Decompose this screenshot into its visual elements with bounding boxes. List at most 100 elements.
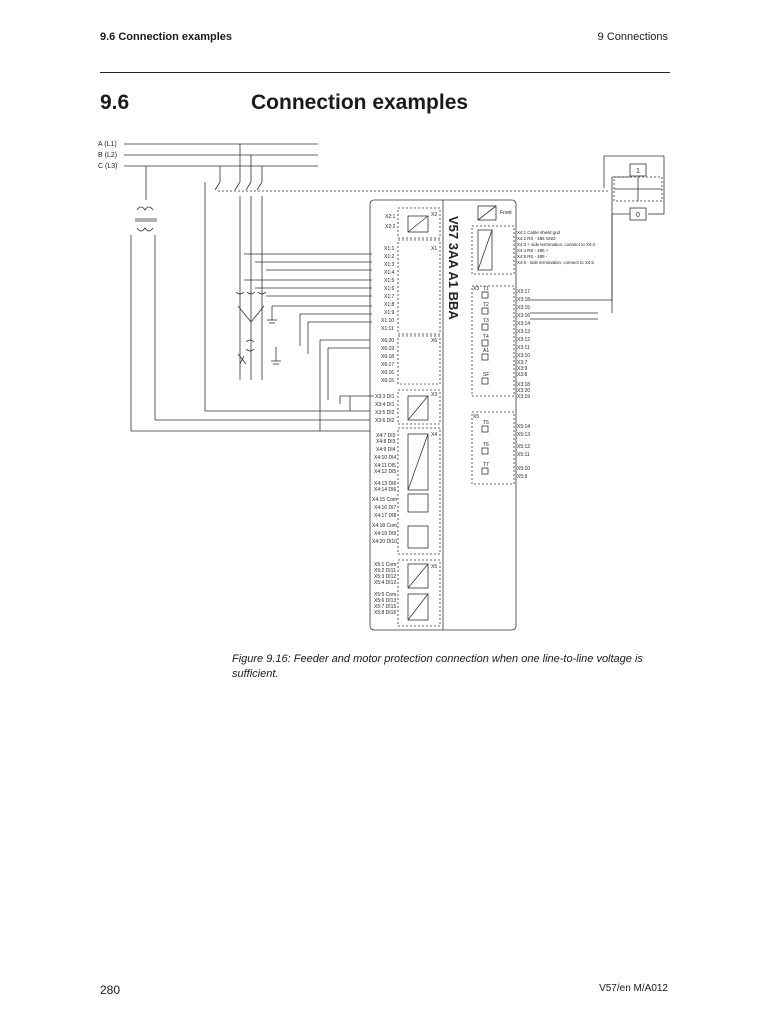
x5-input: X5:1 Com (374, 562, 396, 568)
x5-input: X5:4 DI12 (374, 580, 396, 586)
x3-output: X3:20 (517, 388, 530, 394)
device-name: V57 3AA A1 BBA (446, 216, 461, 320)
connector-label: X3 (431, 392, 437, 398)
relay-label: SF (483, 372, 489, 378)
x5-input: X5:8 DI16 (374, 610, 396, 616)
x3-output: X3:17 (517, 289, 530, 295)
x1-terminal: X1:5 (384, 278, 395, 284)
x3-output: X3:13 (517, 329, 530, 335)
connector-label: X5 (431, 564, 437, 570)
x1-terminal: X1:8 (384, 302, 395, 308)
phase-label-c: C (L3) (98, 163, 117, 170)
x5-output: X5:14 (517, 424, 530, 430)
relay-label: A1 (483, 348, 489, 354)
x4-input: X4:7 DI3 (376, 433, 396, 439)
x4-comm-line: X4:3 + side termination, connect to X4:4 (517, 242, 596, 247)
x4-input: X4:17 DI8 (374, 513, 396, 519)
x4-comm-line: X4:2 RS - 485 GND (517, 236, 556, 241)
connector-label: X6 (431, 338, 437, 344)
figure-caption: Figure 9.16: Feeder and motor protection… (232, 653, 643, 680)
x1-terminal: X1:6 (384, 286, 395, 292)
aux-box-label: 1 (636, 168, 640, 175)
x3-output: X3:10 (517, 353, 530, 359)
x6-terminal: X6:18 (381, 354, 394, 360)
x1-terminal: X1:3 (384, 262, 395, 268)
connector-label: X2 (431, 212, 437, 218)
x4-input: X4:20 DI10 (372, 539, 397, 545)
x5-input: X5:6 DI13 (374, 598, 396, 604)
x3-output: X3:8 (517, 372, 528, 378)
connector-label: X3 (473, 286, 479, 292)
x3-output: X3:19 (517, 394, 530, 400)
relay-label: T7 (483, 462, 489, 468)
x1-terminal: X1:2 (384, 254, 395, 260)
x5-output: X5:11 (517, 452, 530, 458)
connector-label: X1 (431, 246, 437, 252)
x4-input: X4:12 DI5 (374, 469, 396, 475)
x4-comm-line: X4:1 Cable shield gnd (517, 230, 561, 235)
front-label: Front (500, 210, 512, 216)
x6-terminal: X6:17 (381, 362, 394, 368)
x4-comm-line: X4:5 RS - 485 - (517, 254, 548, 259)
section-number: 9.6 (100, 91, 130, 114)
phase-label-a: A (L1) (98, 141, 117, 148)
x4-comm-line: X4:6 - side termination, connect to X4:5 (517, 260, 594, 265)
x3-output: X3:9 (517, 366, 528, 372)
relay-label: T4 (483, 334, 489, 340)
x4-input: X4:8 DI3 (376, 439, 396, 445)
x2-terminal: X2:2 (385, 224, 396, 230)
running-header-section: 9.6 Connection examples (100, 31, 233, 43)
x4-input: X4:18 Com (372, 523, 397, 529)
aux-box-label: 0 (636, 212, 640, 219)
connector-label: X4 (431, 432, 437, 438)
relay-label: T3 (483, 318, 489, 324)
section-title: Connection examples (251, 91, 469, 114)
x5-output: X5:9 (517, 474, 528, 480)
x1-terminal: X1:4 (384, 270, 395, 276)
x1-terminal: X1:7 (384, 294, 395, 300)
relay-label: T2 (483, 302, 489, 308)
document-code: V57/en M/A012 (599, 983, 668, 994)
x2-terminal: X2:1 (385, 214, 396, 220)
x5-output: X5:13 (517, 432, 530, 438)
x5-input: X5:5 Com (374, 592, 396, 598)
x4-input: X4:14 DI6 (374, 487, 396, 493)
x4-input: X4:11 DI5 (374, 463, 396, 469)
x4-input: X4:9 DI4 (376, 447, 396, 453)
x5-input: X5:7 DI15 (374, 604, 396, 610)
x1-terminal: X1:10 (381, 318, 394, 324)
x3-output: X3:16 (517, 313, 530, 319)
phase-label-b: B (L2) (98, 152, 117, 159)
x3-input: X3:3 DI1 (375, 394, 395, 400)
x1-terminal: X1:9 (384, 310, 395, 316)
x4-input: X4:10 DI4 (374, 455, 396, 461)
header-rule (100, 72, 670, 73)
connector-label: X5 (473, 414, 479, 420)
x1-terminal: X1:11 (381, 326, 394, 332)
x6-terminal: X6:20 (381, 338, 394, 344)
x5-input: X5:2 DI11 (374, 568, 396, 574)
x3-output: X3:12 (517, 337, 530, 343)
x4-input: X4:13 DI6 (374, 481, 396, 487)
x4-input: X4:16 DI7 (374, 505, 396, 511)
relay-label: T5 (483, 420, 489, 426)
x3-output: X3:11 (517, 345, 530, 351)
x4-comm-line: X4:4 RS - 485 + (517, 248, 549, 253)
x6-terminal: X6:19 (381, 346, 394, 352)
x3-input: X3:5 DI2 (375, 410, 395, 416)
relay-label: T6 (483, 442, 489, 448)
x3-output: X3:7 (517, 360, 528, 366)
x5-input: X5:3 DI12 (374, 574, 396, 580)
connection-diagram: A (L1) B (L2) C (L3) Front X2:1 X2:2 X1:… (98, 141, 665, 631)
relay-label: T1 (483, 286, 489, 292)
x5-output: X5:10 (517, 466, 530, 472)
x6-terminal: X6:15 (381, 378, 394, 384)
x3-output: X3:14 (517, 321, 530, 327)
x3-input: X3:6 DI2 (375, 418, 395, 424)
x3-output: X3:18 (517, 382, 530, 388)
x4-input: X4:19 DI9 (374, 531, 396, 537)
x1-terminal: X1:1 (384, 246, 395, 252)
x6-terminal: X6:16 (381, 370, 394, 376)
x3-input: X3:4 DI1 (375, 402, 395, 408)
running-header-chapter: 9 Connections (597, 31, 668, 43)
